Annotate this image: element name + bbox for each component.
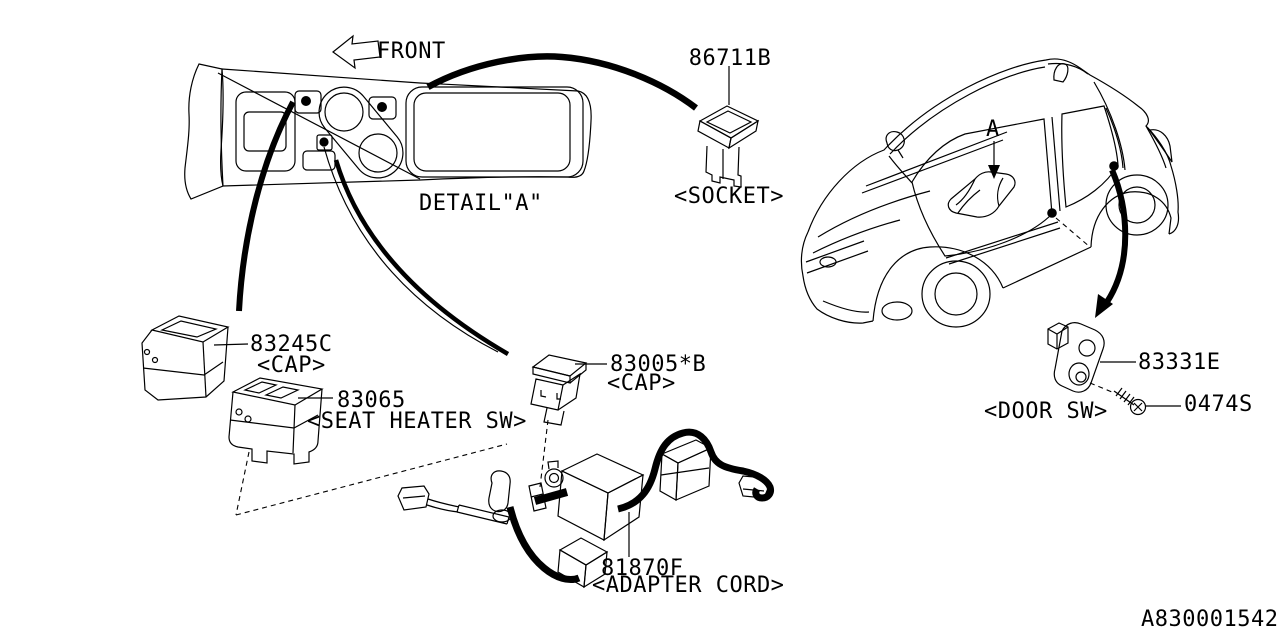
switch-location-dot [319, 137, 329, 147]
part-name-door-switch: <DOOR SW> [984, 399, 1108, 424]
dashed-link-line [235, 443, 508, 516]
door-switch-pointer-arrowhead [1095, 294, 1113, 318]
detail-a-label: DETAIL"A" [419, 191, 543, 216]
part-name-adapter-cord: <ADAPTER CORD> [592, 573, 784, 598]
cap-lower-part [530, 354, 607, 426]
door-switch-pointer-curve [1104, 168, 1129, 304]
socket-pointer-curve [426, 53, 698, 111]
car-illustration [800, 58, 1180, 328]
part-code-cap-lower: 83005*B [610, 352, 706, 377]
seat-heater-switch-part [228, 377, 333, 465]
console-part-in-car [947, 171, 1016, 218]
part-name-cap-lower: <CAP> [607, 371, 676, 396]
switch-location-dot [301, 95, 312, 106]
part-code-screw: 0474S [1184, 392, 1253, 417]
switch-location-dot [377, 101, 388, 112]
switch-location-dot [1047, 208, 1057, 218]
cap-upper-pointer-curve [236, 100, 296, 312]
part-name-cap-upper: <CAP> [257, 353, 326, 378]
cap-lower-pointer-curve [333, 159, 510, 356]
front-label: FRONT [377, 39, 446, 64]
screw-part [1113, 387, 1181, 416]
drawing-number: A830001542 [1141, 607, 1278, 632]
part-name-seat-heater: <SEAT HEATER SW> [307, 409, 527, 434]
cap-lower-leader-line [323, 146, 499, 353]
marker-a-arrowhead [988, 165, 1000, 179]
adapter-cord-part [397, 428, 774, 589]
part-code-seat-heater: 83065 [337, 388, 406, 413]
dashed-link-line [235, 451, 250, 516]
cap-upper-part [141, 315, 249, 401]
part-code-socket: 86711B [689, 46, 771, 71]
front-direction-arrow: FRONT [332, 34, 446, 70]
part-code-cap-upper: 83245C [250, 332, 332, 357]
car-marker-a: A [986, 117, 1000, 142]
dashed-link-line [539, 419, 549, 488]
part-name-socket: <SOCKET> [674, 184, 784, 209]
switch-location-dot [1109, 161, 1119, 171]
part-code-door-switch: 83331E [1138, 350, 1220, 375]
door-switch-part [1047, 322, 1136, 393]
part-code-adapter-cord: 81870F [601, 556, 683, 581]
instrument-panel-detail [184, 63, 592, 200]
socket-part [697, 66, 760, 188]
